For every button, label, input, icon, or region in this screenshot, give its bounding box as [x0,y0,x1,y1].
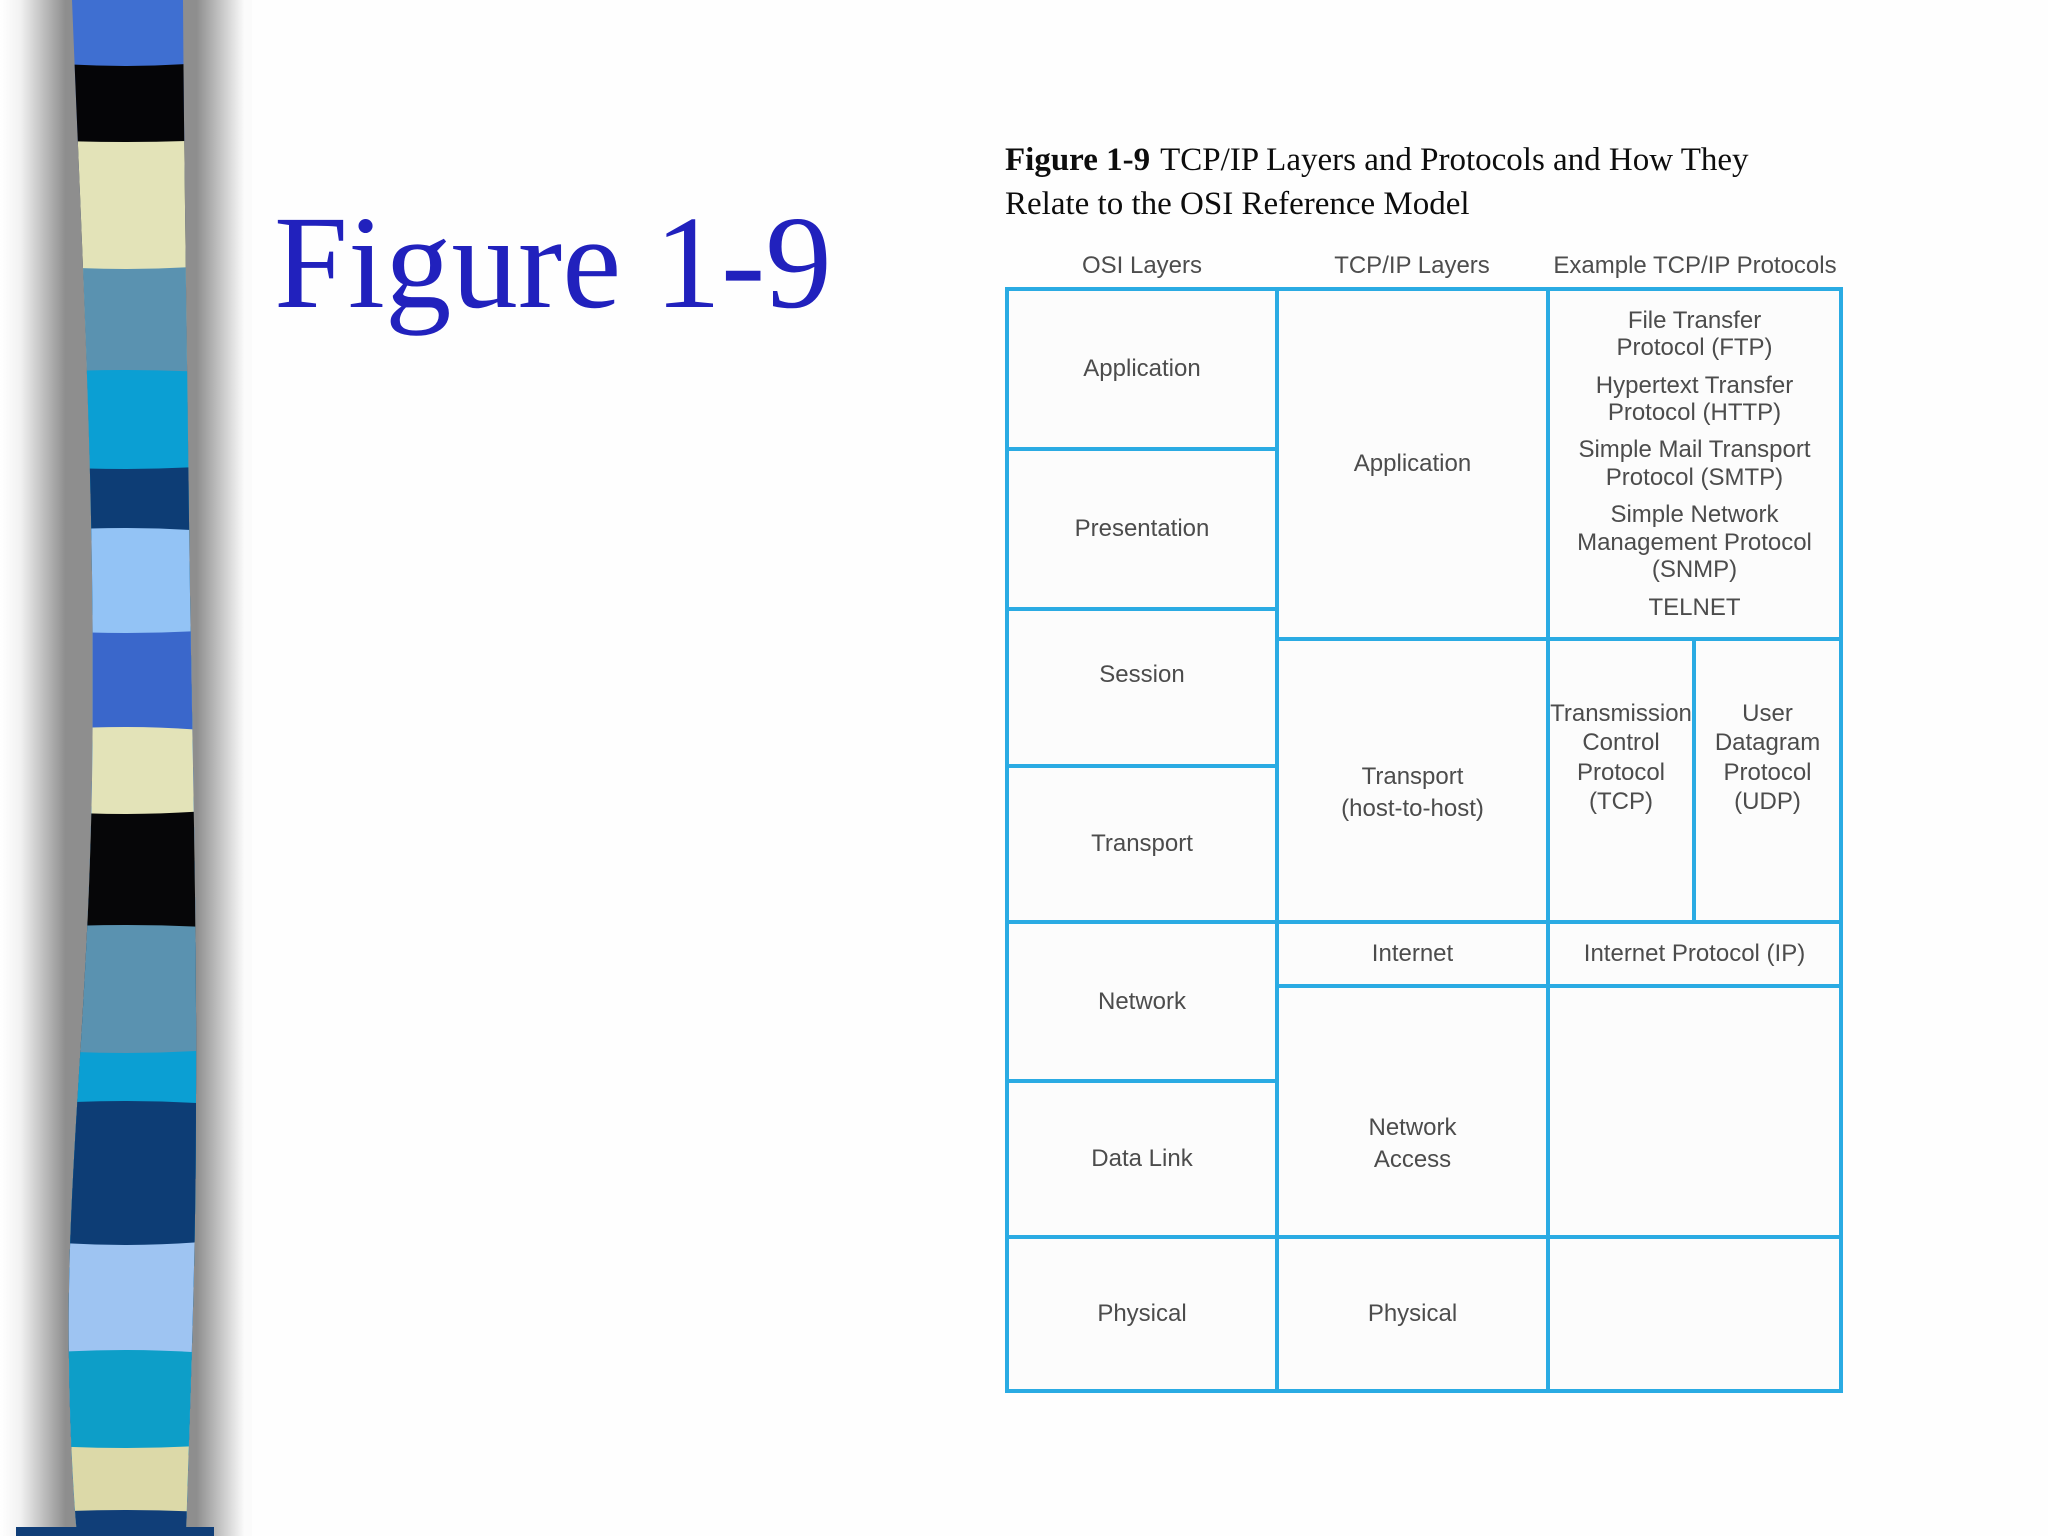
cell-tcpip-physical: Physical [1279,1239,1546,1389]
protocol-ftp: File Transfer Protocol (FTP) [1616,306,1773,362]
cell-protocol-tcp: Transmission Control Protocol (TCP) [1550,641,1692,920]
cell-osi-session: Session [1009,611,1275,764]
figure-caption-text: TCP/IP Layers and Protocols and How They… [1005,142,1749,222]
figure-caption-label: Figure 1-9 [1005,142,1151,178]
cell-osi-transport: Transport [1009,768,1275,920]
protocol-smtp: Simple Mail Transport Protocol (SMTP) [1578,436,1811,491]
cell-tcpip-transport: Transport (host-to-host) [1279,641,1546,920]
cell-osi-data-link: Data Link [1009,1083,1275,1235]
protocol-snmp: Simple Network Management Protocol (SNMP… [1577,501,1812,584]
column-header-tcpip-layers: TCP/IP Layers [1334,252,1490,279]
layers-table: Application Presentation Session Transpo… [1005,287,1843,1393]
decorative-ribbon [0,0,252,1536]
cell-osi-physical: Physical [1009,1239,1275,1389]
column-header-example-protocols: Example TCP/IP Protocols [1553,252,1837,279]
protocol-telnet: TELNET [1648,593,1741,621]
column-header-osi-layers: OSI Layers [1081,252,1203,279]
cell-empty-physical-protocols [1550,1239,1839,1389]
ribbon-foot [16,1527,214,1536]
protocol-http: Hypertext Transfer Protocol (HTTP) [1595,371,1794,427]
cell-tcpip-internet: Internet [1279,924,1546,984]
cell-protocol-ip: Internet Protocol (IP) [1550,924,1839,984]
cell-application-protocols: File Transfer Protocol (FTP) Hypertext T… [1550,291,1839,637]
cell-tcpip-application: Application [1279,291,1546,637]
cell-tcpip-network-access: Network Access [1279,988,1546,1235]
cell-osi-application: Application [1009,291,1275,447]
slide-title: Figure 1-9 [274,188,832,336]
cell-osi-network: Network [1009,924,1275,1079]
cell-empty-network-access-protocols [1550,988,1839,1235]
cell-osi-presentation: Presentation [1009,451,1275,607]
cell-protocol-udp: User Datagram Protocol (UDP) [1696,641,1839,920]
